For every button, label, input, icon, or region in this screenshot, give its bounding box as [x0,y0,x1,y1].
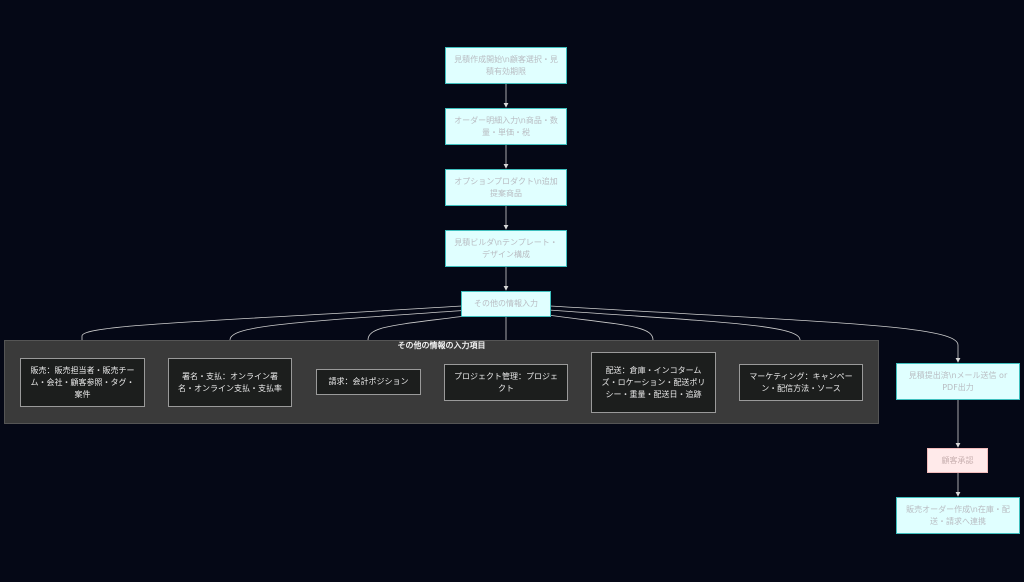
node-delivery: 配送：倉庫・インコタームズ・ロケーション・配送ポリシー・重量・配送日・追跡 [591,352,716,413]
edge-other-sign [227,309,471,358]
node-sales-order: 販売オーダー作成\n在庫・配送・請求へ連携 [896,497,1020,534]
edge-other-delivery [539,313,656,352]
node-order-lines-label: オーダー明細入力\n商品・数量・単価・税 [454,115,558,137]
node-sales-info-label: 販売：販売担当者・販売チーム・会社・顧客参照・タグ・案件 [30,365,135,399]
node-project-management: プロジェクト管理：プロジェクト [444,364,568,401]
edge-other-send [549,305,961,363]
node-customer-approval: 顧客承認 [927,448,988,473]
node-signature-payment: 署名・支払：オンライン署名・オンライン支払・支払率 [168,358,292,407]
node-optional-products-label: オプションプロダクト\n追加提案商品 [454,176,558,198]
node-other-info: その他の情報入力 [461,291,551,317]
node-optional-products: オプションプロダクト\n追加提案商品 [445,169,567,206]
node-quote-sent-label: 見積提出済\nメール送信 or PDF出力 [908,370,1008,392]
node-project-management-label: プロジェクト管理：プロジェクト [454,371,558,393]
node-marketing-label: マーケティング：キャンペーン・配信方法・ソース [749,371,853,393]
node-sales-info: 販売：販売担当者・販売チーム・会社・顧客参照・タグ・案件 [20,358,145,407]
other-info-group-title: その他の情報の入力項目 [397,341,486,350]
node-customer-approval-label: 顧客承認 [941,455,974,465]
node-delivery-label: 配送：倉庫・インコタームズ・ロケーション・配送ポリシー・重量・配送日・追跡 [601,365,706,399]
edge-other-invoice [365,313,481,369]
node-order-lines: オーダー明細入力\n商品・数量・単価・税 [445,108,567,145]
node-quote-builder-label: 見積ビルダ\nテンプレート・デザイン構成 [454,237,558,259]
node-quote-start-label: 見積作成開始\n顧客選択・見積有効期限 [454,54,558,76]
node-signature-payment-label: 署名・支払：オンライン署名・オンライン支払・支払率 [178,371,282,393]
edge-other-sales [79,305,463,358]
other-info-group [4,340,879,424]
node-invoicing: 請求：会計ポジション [316,369,421,395]
node-sales-order-label: 販売オーダー作成\n在庫・配送・請求へ連携 [906,504,1010,526]
node-quote-sent: 見積提出済\nメール送信 or PDF出力 [896,363,1020,400]
node-other-info-label: その他の情報入力 [474,299,538,308]
node-invoicing-label: 請求：会計ポジション [328,377,409,386]
node-marketing: マーケティング：キャンペーン・配信方法・ソース [739,364,863,401]
node-quote-builder: 見積ビルダ\nテンプレート・デザイン構成 [445,230,567,267]
node-quote-start: 見積作成開始\n顧客選択・見積有効期限 [445,47,567,84]
edge-other-marketing [547,309,803,364]
